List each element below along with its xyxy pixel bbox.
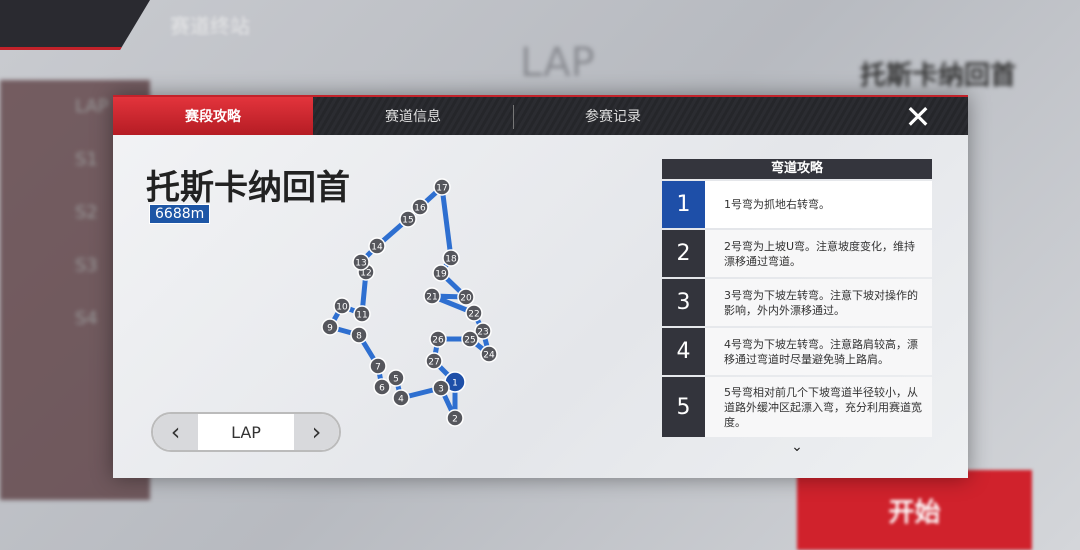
bg-side-item: S2 [75,202,98,223]
corner-marker[interactable]: 7 [369,357,387,375]
corner-marker[interactable]: 8 [350,326,368,344]
corner-marker-label: 15 [402,216,413,226]
corner-item[interactable]: 3 3号弯为下坡左转弯。注意下坡对操作的影响，外内外漂移通过。 [662,279,932,326]
corner-marker-label: 16 [414,204,426,214]
bg-side-item: S4 [75,308,98,329]
corner-marker[interactable]: 5 [387,369,405,387]
corner-marker-label: 20 [460,294,472,304]
back-button[interactable] [0,0,150,50]
corner-item[interactable]: 1 1号弯为抓地右转弯。 [662,181,932,228]
track-name: 托斯卡纳回首 [146,168,350,208]
corner-item[interactable]: 2 2号弯为上坡U弯。注意坡度变化，维持漂移通过弯道。 [662,230,932,277]
corner-marker[interactable]: 21 [423,287,441,305]
corner-marker-label: 13 [355,259,366,269]
chevron-down-icon[interactable]: ⌄ [791,439,803,455]
corner-marker[interactable]: 14 [368,237,386,255]
corner-marker-label: 24 [483,351,495,361]
corner-marker-label: 23 [477,328,488,338]
corner-marker-label: 25 [464,336,475,346]
corner-marker[interactable]: 4 [392,389,410,407]
corner-marker[interactable]: 18 [442,249,460,267]
corner-marker[interactable]: 23 [474,322,492,340]
corner-marker-label: 21 [426,293,437,303]
bg-lap: LAP [520,40,595,86]
corner-marker[interactable]: 15 [399,210,417,228]
corner-marker-label: 10 [336,303,348,313]
prev-arrow-icon[interactable]: ‹ [153,414,198,450]
tab-segment-guide[interactable]: 赛段攻略 [113,97,313,135]
corner-item[interactable]: 5 5号弯相对前几个下坡弯道半径较小，从道路外缓冲区起漂入弯，充分利用赛道宽度。 [662,377,932,437]
corner-marker-label: 3 [438,385,444,395]
lap-label: LAP [231,422,261,442]
corner-item[interactable]: 4 4号弯为下坡左转弯。注意路肩较高，漂移通过弯道时尽量避免骑上路肩。 [662,328,932,375]
tab-bar: 赛段攻略 赛道信息 参赛记录 ✕ [113,95,968,135]
corner-guide-panel: 弯道攻略 1 1号弯为抓地右转弯。 2 2号弯为上坡U弯。注意坡度变化，维持漂移通过… [662,159,932,455]
corner-text: 3号弯为下坡左转弯。注意下坡对操作的影响，外内外漂移通过。 [724,288,918,317]
corner-marker[interactable]: 20 [457,288,475,306]
corner-marker-label: 14 [371,243,383,253]
next-arrow-icon[interactable]: › [294,414,339,450]
corner-marker[interactable]: 9 [321,318,339,336]
corner-marker[interactable]: 6 [373,378,391,396]
corner-marker-label: 9 [327,324,333,334]
corner-marker-label: 2 [452,415,458,425]
tab-divider [513,105,514,129]
corner-marker-label: 18 [445,255,457,265]
corner-marker[interactable]: 24 [480,345,498,363]
corner-text: 4号弯为下坡左转弯。注意路肩较高，漂移通过弯道时尽量避免骑上路肩。 [724,337,918,366]
corner-marker[interactable]: 26 [429,330,447,348]
close-icon[interactable]: ✕ [904,98,932,136]
corner-marker-label: 26 [432,336,444,346]
corner-number: 2 [662,230,705,277]
corner-marker[interactable]: 19 [432,264,450,282]
bg-title: 赛道终站 [170,14,250,38]
bg-side-item: LAP [75,96,109,117]
corner-text: 2号弯为上坡U弯。注意坡度变化，维持漂移通过弯道。 [724,239,916,268]
corner-marker-label: 5 [393,375,399,385]
corner-marker[interactable]: 13 [352,253,370,271]
corner-marker-label: 6 [379,384,385,394]
corner-number: 4 [662,328,705,375]
bg-side-item: S1 [75,149,98,170]
corner-marker[interactable]: 11 [353,305,371,323]
corner-marker-label: 17 [436,184,447,194]
corner-guide-title: 弯道攻略 [662,159,932,179]
bg-side-item: S3 [75,255,98,276]
corner-marker-label: 22 [468,310,479,320]
track-length: 6688m [149,204,211,224]
corner-marker-label: 27 [428,358,439,368]
corner-marker[interactable]: 3 [432,379,450,397]
corner-text: 5号弯相对前几个下坡弯道半径较小，从道路外缓冲区起漂入弯，充分利用赛道宽度。 [724,385,922,429]
corner-marker[interactable]: 2 [446,409,464,427]
tab-race-record[interactable]: 参赛记录 [585,109,641,125]
corner-marker-label: 7 [375,363,381,373]
track-map: 1234567891011121314151617181920212223242… [321,178,498,427]
corner-marker-label: 4 [398,395,404,405]
corner-text: 1号弯为抓地右转弯。 [724,198,830,211]
corner-marker-label: 11 [356,311,367,321]
start-button[interactable]: 开始 [797,470,1032,550]
corner-number: 5 [662,377,705,437]
corner-marker[interactable]: 25 [461,330,479,348]
lap-selector: ‹ LAP › [151,412,341,452]
corner-number: 1 [662,181,705,228]
tab-track-info[interactable]: 赛道信息 [385,109,441,125]
corner-marker-label: 19 [435,270,447,280]
corner-marker-label: 12 [360,269,371,279]
corner-marker-label: 1 [452,379,458,389]
corner-marker[interactable]: 17 [433,178,451,196]
bg-track-name: 托斯卡纳回首 [860,61,1017,91]
corner-marker[interactable]: 10 [333,297,351,315]
corner-marker[interactable]: 27 [425,352,443,370]
corner-marker-label: 8 [356,332,362,342]
corner-marker[interactable]: 22 [465,304,483,322]
corner-marker[interactable]: 16 [411,198,429,216]
corner-number: 3 [662,279,705,326]
